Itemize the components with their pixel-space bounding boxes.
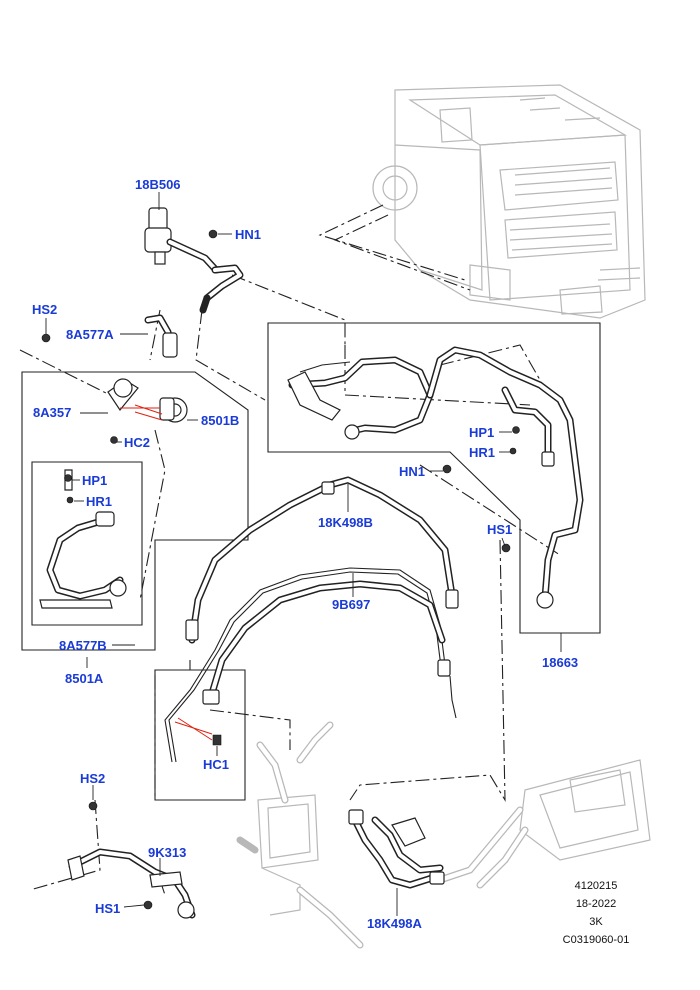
callout-HS1-right: HS1 (487, 522, 512, 537)
fasteners (41, 229, 520, 910)
valve-18B506 (144, 207, 244, 314)
callout-8A577B: 8A577B (59, 638, 107, 653)
meta-date: 18-2022 (576, 898, 616, 910)
hose-18K498A (348, 809, 445, 889)
pump-8501B (107, 378, 188, 423)
lower-components-ghost (236, 721, 651, 949)
frame-8A577B (31, 461, 143, 626)
callout-HS2-top: HS2 (32, 302, 57, 317)
callout-9B697: 9B697 (332, 597, 370, 612)
frame-18663 (267, 322, 601, 634)
hose-assembly-18663 (287, 346, 584, 609)
callout-9K313: 9K313 (148, 845, 186, 860)
callout-HN1-mid: HN1 (399, 464, 425, 479)
meta-code: 4120215 (575, 880, 618, 892)
reference-lines (19, 204, 561, 896)
callout-8501A: 8501A (65, 671, 104, 686)
callout-HR1-left: HR1 (86, 494, 112, 509)
frame-8501A (21, 371, 249, 651)
callout-HN1-top: HN1 (235, 227, 261, 242)
callout-HS2-bottom: HS2 (80, 771, 105, 786)
callout-18K498A: 18K498A (367, 916, 423, 931)
hvac-unit-ghost (372, 84, 646, 319)
callout-8A577A: 8A577A (66, 327, 114, 342)
hose-8A577A (144, 314, 178, 358)
frame-HC1 (154, 669, 246, 801)
callout-18K498B: 18K498B (318, 515, 373, 530)
leader-lines (45, 192, 562, 916)
hose-9K313 (67, 848, 196, 919)
callout-labels: 18B506 HN1 HS2 8A577A 8A357 8501B HC2 HP… (32, 177, 578, 931)
document-meta: 4120215 18-2022 3K C0319060-01 (563, 880, 630, 946)
callout-HS1-bottom: HS1 (95, 901, 120, 916)
callout-18663: 18663 (542, 655, 578, 670)
callout-18B506: 18B506 (135, 177, 181, 192)
callout-HC1: HC1 (203, 757, 229, 772)
callout-HC2: HC2 (124, 435, 150, 450)
meta-rev: 3K (589, 916, 603, 928)
callout-HR1-right: HR1 (469, 445, 495, 460)
callout-HP1-right: HP1 (469, 425, 494, 440)
callout-HP1-left: HP1 (82, 473, 107, 488)
hose-8A577B (39, 469, 127, 609)
group-frames (21, 322, 601, 801)
pipe-18K498B (185, 476, 459, 644)
pipe-9B697 (164, 567, 457, 763)
callout-8501B: 8501B (201, 413, 239, 428)
callout-8A357: 8A357 (33, 405, 71, 420)
meta-ref: C0319060-01 (563, 934, 630, 946)
